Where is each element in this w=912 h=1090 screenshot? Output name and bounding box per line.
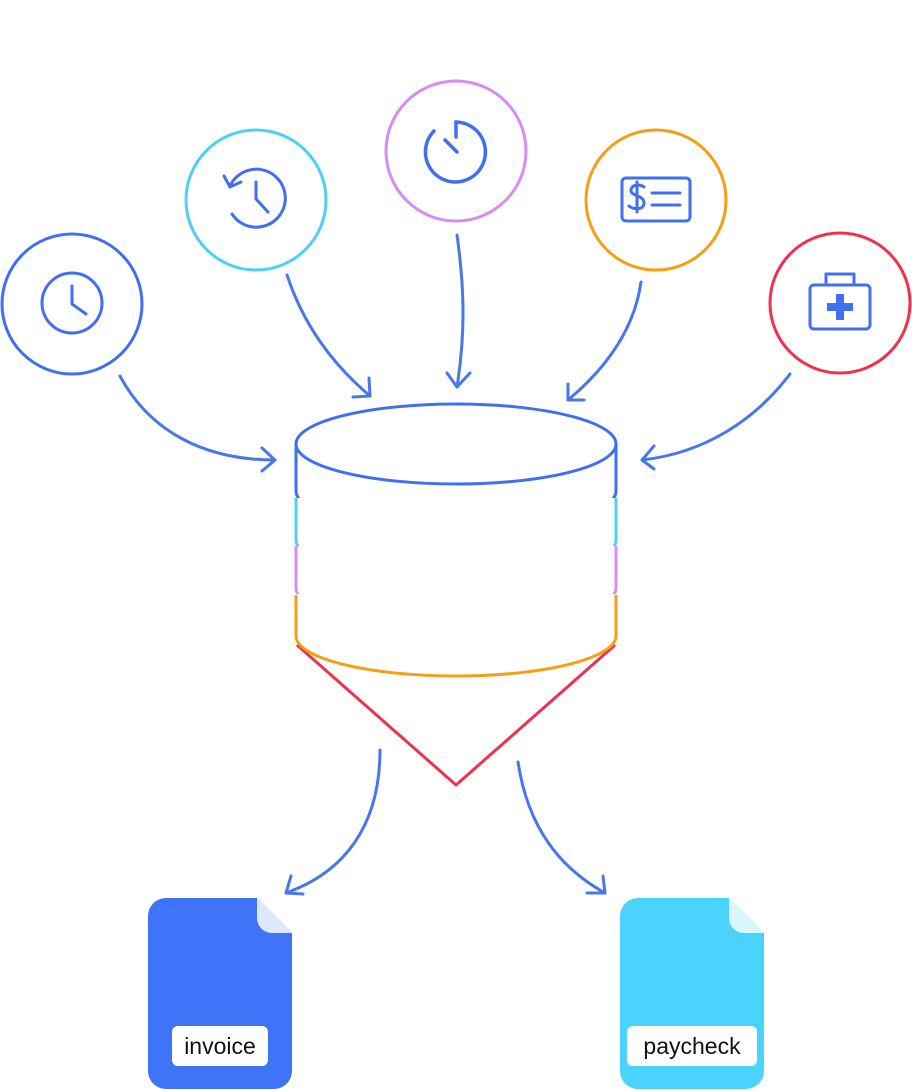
arrow-payment-to-db	[566, 280, 643, 402]
paycheck-document: paycheck	[620, 898, 764, 1089]
check-payment-node	[584, 128, 728, 272]
history-ring	[184, 128, 328, 272]
db-top	[294, 402, 618, 486]
arrow-timer-to-db	[445, 233, 472, 389]
db-band-orange	[294, 595, 618, 678]
invoice-page-fold	[257, 898, 292, 933]
medical-kit-icon	[808, 272, 872, 331]
paycheck-label: paycheck	[643, 1033, 741, 1059]
medical-cross-icon	[827, 294, 853, 320]
paycheck-label-box	[627, 1026, 757, 1066]
arrow-history-to-db	[285, 273, 372, 399]
arrow-db-to-invoice	[284, 748, 382, 896]
history-node	[184, 128, 328, 272]
clock-icon	[40, 271, 104, 335]
paycheck-page-fold	[729, 898, 764, 933]
input-arrows	[118, 233, 792, 473]
arrow-medical-to-db	[640, 372, 792, 471]
funnel-outline	[296, 643, 616, 787]
timer-ring	[384, 79, 528, 223]
check-payment-ring	[584, 128, 728, 272]
check-payment-icon	[620, 176, 692, 223]
db-band-purple	[294, 546, 618, 594]
arrow-db-to-paycheck	[516, 760, 607, 895]
clock-node	[0, 232, 144, 376]
arrow-clock-to-db	[118, 374, 277, 473]
invoice-label: invoice	[184, 1033, 256, 1059]
invoice-label-box	[172, 1026, 268, 1066]
clock-ring	[0, 232, 144, 376]
timer-node	[384, 79, 528, 223]
medical-kit-ring	[768, 231, 912, 375]
medical-kit-node	[768, 231, 912, 375]
database	[294, 402, 618, 787]
history-icon	[222, 167, 287, 229]
db-band-cyan	[294, 498, 618, 546]
output-arrows	[284, 748, 607, 896]
timer-icon	[423, 120, 488, 184]
invoice-document: invoice	[148, 898, 292, 1089]
